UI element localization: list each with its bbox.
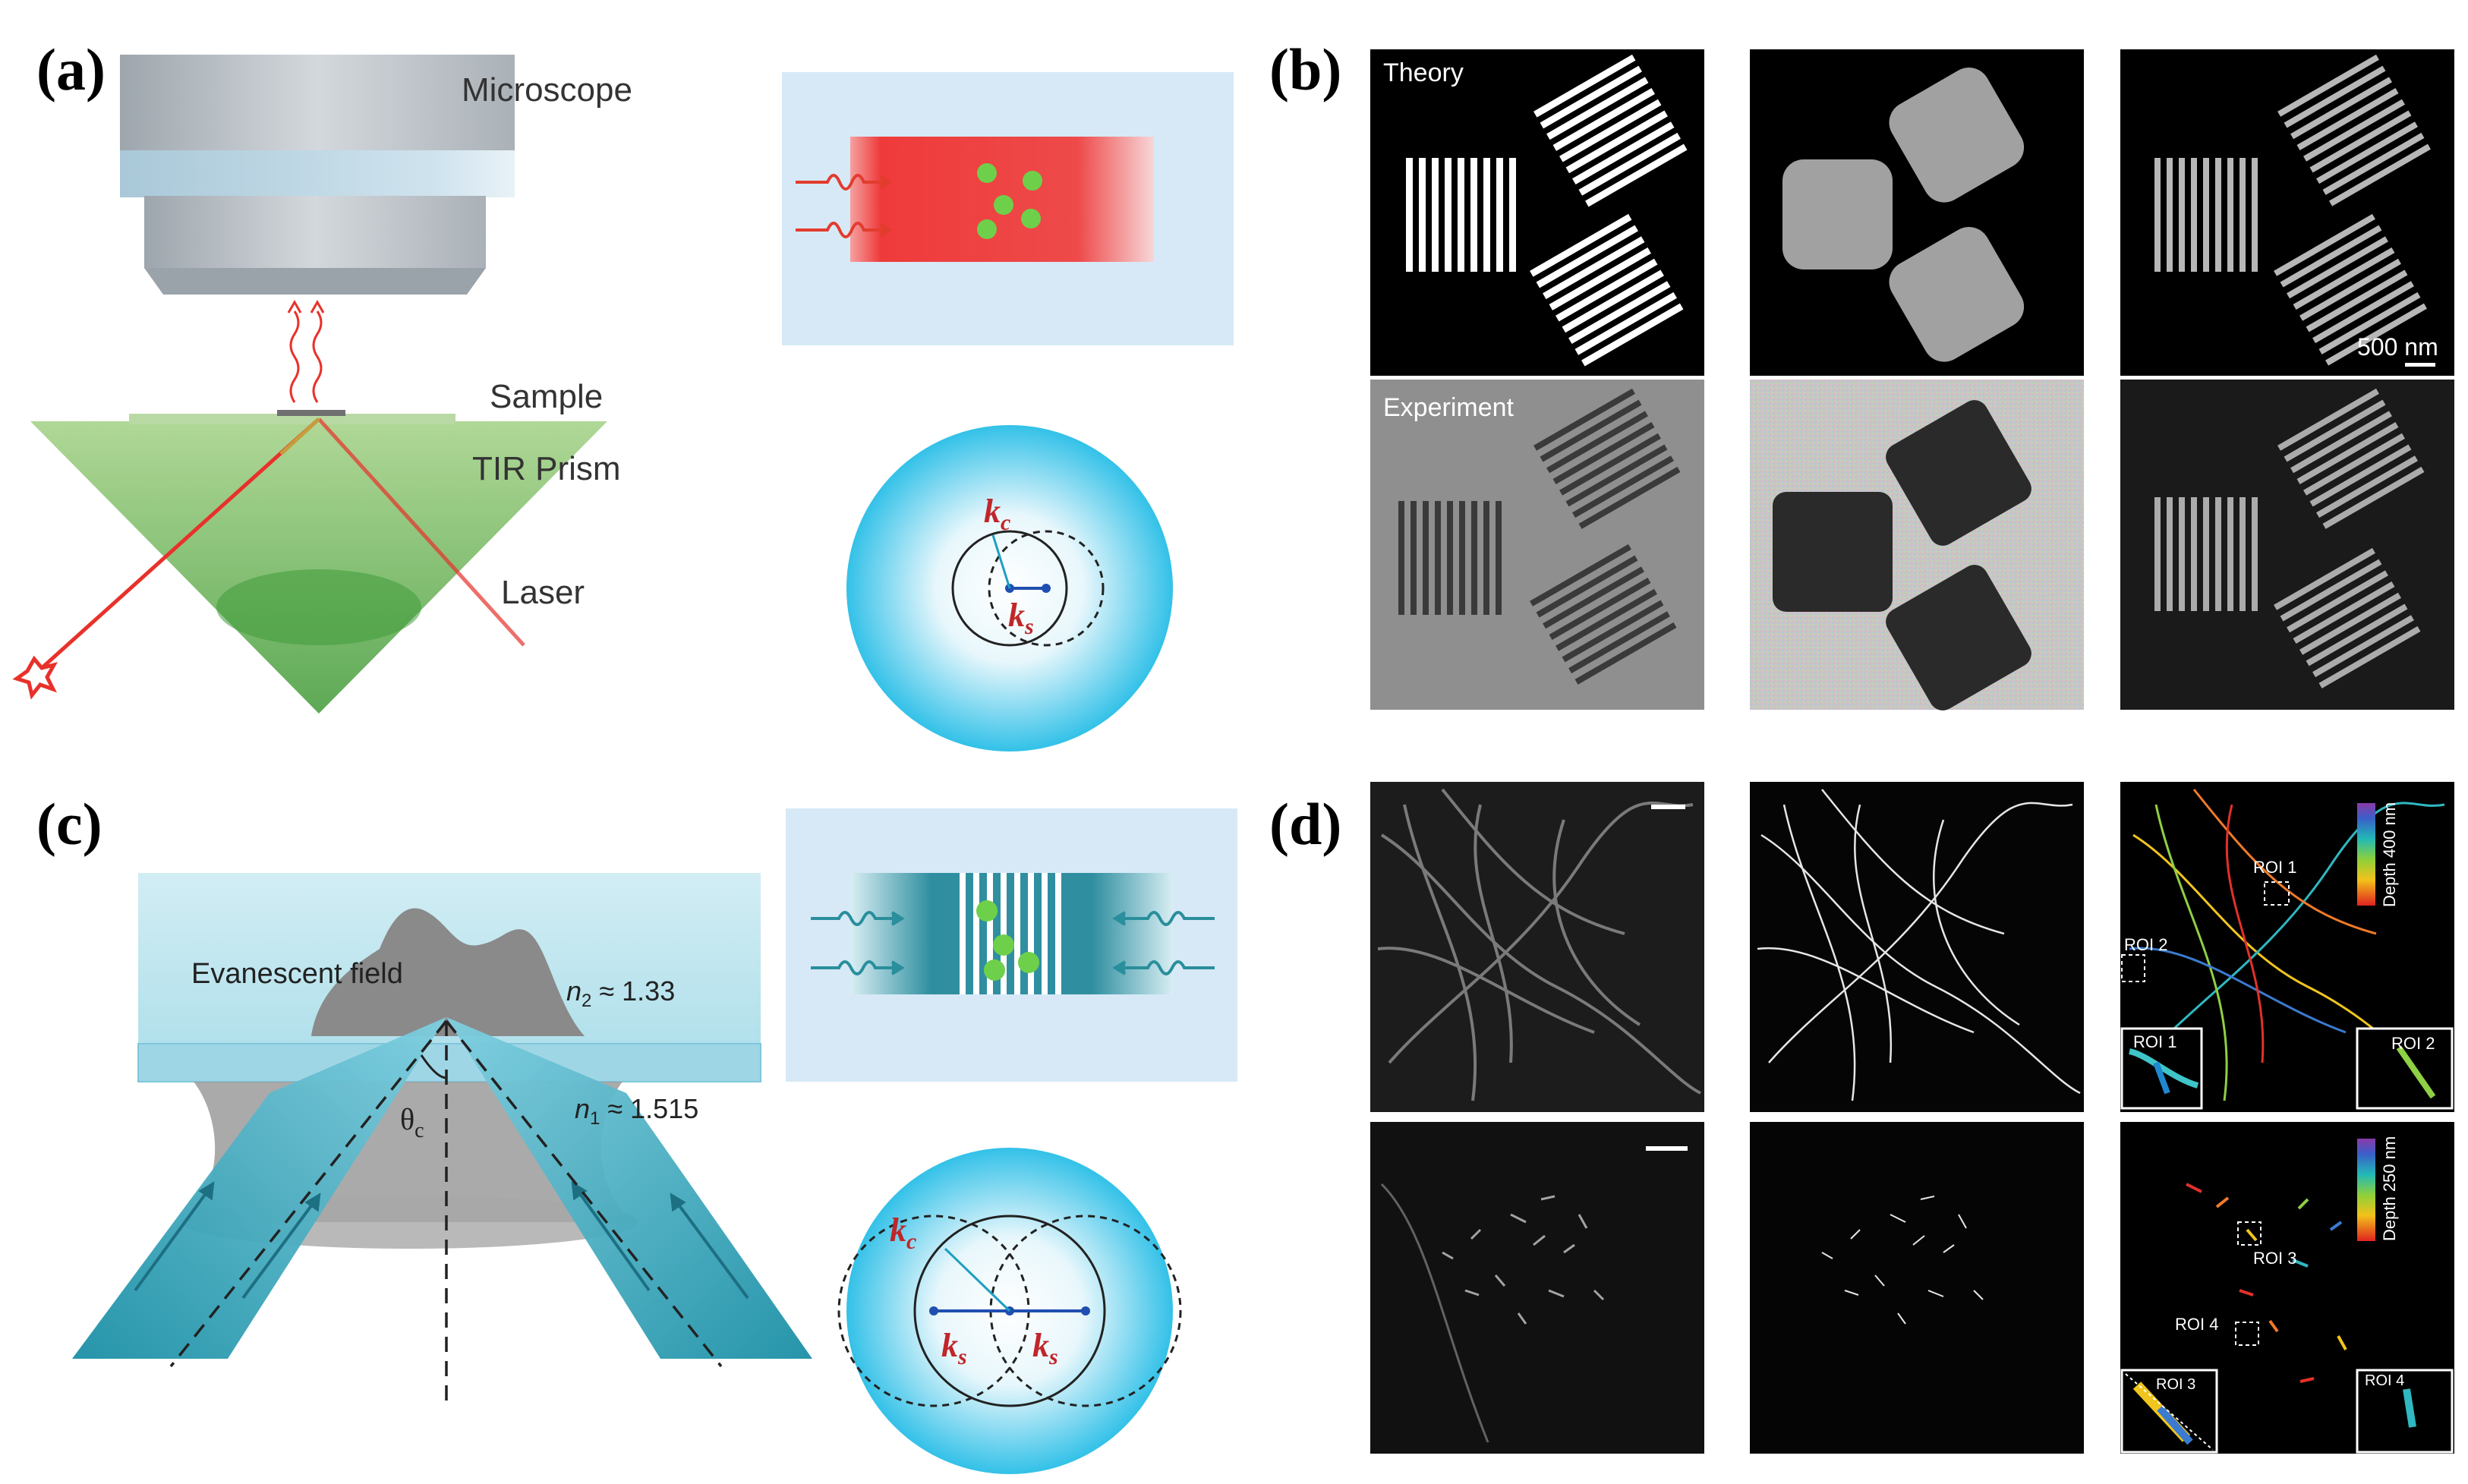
- theory-label: Theory: [1383, 58, 1464, 87]
- mitochondria-widefield-image: [1370, 1122, 1704, 1454]
- teal-illumination-band: [850, 873, 1173, 994]
- theory-vertical-grating: [1406, 158, 1516, 272]
- scale-bar: [2405, 363, 2435, 367]
- roi2-inset-label: ROI 2: [2391, 1034, 2435, 1053]
- mitochondria-reconstruction-image: [1750, 1122, 2084, 1454]
- panel-d-label: (d): [1269, 791, 1341, 857]
- microtubule-reconstruction-image: [1750, 782, 2084, 1112]
- depth-colorbar-top: [2357, 803, 2375, 906]
- roi4-inset-label: ROI 4: [2365, 1372, 2404, 1389]
- depth-label-bottom: Depth 250 nm: [2380, 1136, 2399, 1241]
- sample: [277, 410, 345, 416]
- experiment-label: Experiment: [1383, 393, 1515, 422]
- roi1-inset-label: ROI 1: [2133, 1032, 2176, 1051]
- roi3-inset-label: ROI 3: [2156, 1376, 2195, 1393]
- sem-vertical-grating: [1398, 501, 1502, 615]
- sample-label: Sample: [490, 378, 603, 415]
- experiment-sem-image: [1370, 380, 1704, 710]
- roi1-label: ROI 1: [2253, 858, 2296, 877]
- panel-b-label: (b): [1269, 36, 1341, 102]
- depth-label-top: Depth 400 nm: [2380, 802, 2399, 907]
- prism-label: TIR Prism: [472, 450, 621, 487]
- panel-c-label: (c): [36, 791, 102, 857]
- microscope-label: Microscope: [462, 71, 632, 109]
- roi3-label: ROI 3: [2253, 1249, 2296, 1268]
- roi4-label: ROI 4: [2175, 1315, 2218, 1334]
- roi2-label: ROI 2: [2124, 935, 2167, 954]
- scale-bar-label: 500 nm: [2357, 333, 2438, 361]
- evanescent-field-label: Evanescent field: [191, 958, 403, 990]
- emission-arrows: [288, 302, 323, 402]
- prism-inner-glow: [216, 569, 421, 645]
- microscope-objective: [120, 55, 515, 295]
- panel-a-label: (a): [36, 36, 106, 102]
- exp-recon-vertical-grating: [2154, 497, 2258, 611]
- depth-colorbar-bottom: [2357, 1139, 2375, 1241]
- scale-bar-d-top: [1651, 805, 1685, 809]
- glass-slide: [138, 1044, 761, 1082]
- laser-label: Laser: [501, 574, 585, 611]
- recon-vertical-grating: [2154, 158, 2258, 272]
- scale-bar-d-bottom: [1646, 1146, 1688, 1151]
- microtubule-widefield-image: [1370, 782, 1704, 1112]
